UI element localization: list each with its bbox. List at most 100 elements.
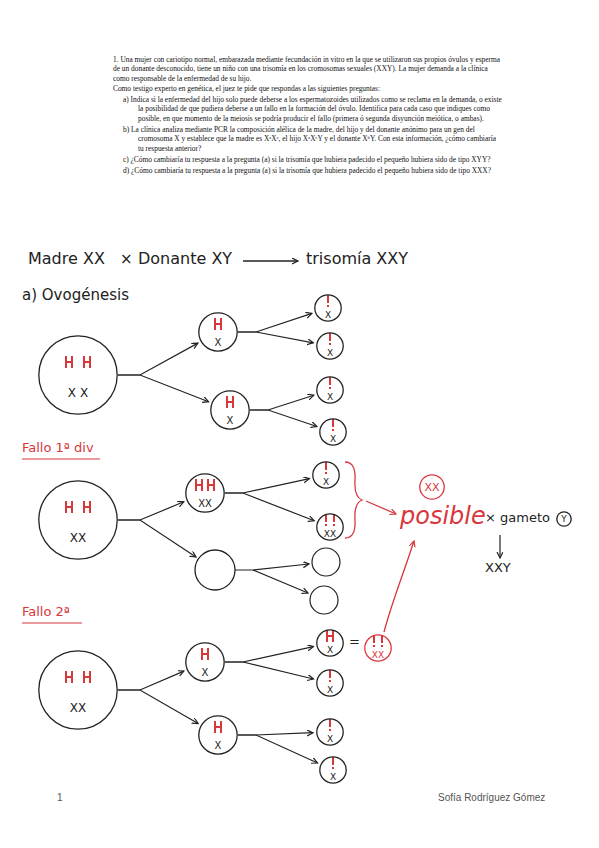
chromosomes bbox=[66, 295, 382, 769]
circle-line bbox=[365, 635, 391, 661]
handwritten-note: = bbox=[349, 635, 360, 650]
circle-line bbox=[420, 475, 444, 499]
division-arrow bbox=[118, 690, 198, 724]
circle-line bbox=[39, 336, 117, 414]
division-arrow bbox=[238, 735, 318, 763]
circle-line bbox=[186, 474, 224, 512]
chromosome-label: X bbox=[327, 686, 333, 695]
gamete-circle: X bbox=[316, 376, 344, 404]
drawing-part bbox=[326, 514, 327, 526]
drawing-part bbox=[330, 670, 331, 682]
circle-line bbox=[315, 295, 341, 321]
division-arrow bbox=[250, 395, 314, 410]
drawing-part bbox=[310, 586, 338, 614]
chromosome-label: XX bbox=[70, 702, 86, 714]
chromosome-label: X bbox=[330, 435, 336, 444]
circle-line bbox=[317, 670, 343, 696]
circle-line bbox=[317, 719, 343, 745]
daughter-cell: X bbox=[198, 715, 238, 755]
footer-text: 1 bbox=[57, 792, 63, 804]
gamete-circle: X bbox=[314, 294, 342, 322]
drawing-part bbox=[330, 719, 331, 731]
cell-circle: X X bbox=[38, 335, 118, 415]
handwritten-note: a) Ovogénesis bbox=[22, 287, 129, 304]
division-arrow bbox=[250, 410, 317, 427]
division-arrow bbox=[225, 647, 313, 662]
drawing-part bbox=[66, 356, 72, 368]
chromosome-label: XX bbox=[198, 499, 212, 509]
drawing-part bbox=[333, 757, 334, 769]
drawing-part bbox=[327, 630, 333, 642]
gamete-circle: X bbox=[316, 718, 344, 746]
gamete-circle: X bbox=[316, 669, 344, 697]
footer-text: Sofía Rodríguez Gómez bbox=[438, 792, 545, 804]
handwritten-note: Donante XY bbox=[138, 250, 232, 268]
handwritten-note: Fallo 1ª div bbox=[22, 441, 94, 456]
circle-outline bbox=[38, 480, 118, 560]
chromosome-label: X bbox=[330, 773, 336, 782]
division-arrow bbox=[238, 332, 313, 343]
cell-circle: XX bbox=[38, 480, 118, 560]
drawing-part bbox=[499, 535, 500, 558]
circle-line bbox=[317, 333, 343, 359]
drawing-part bbox=[326, 462, 327, 474]
chromosome-label: X bbox=[327, 349, 333, 358]
drawing-part bbox=[328, 295, 329, 307]
drawing-part bbox=[374, 635, 375, 647]
question-paragraph: Como testigo experto en genética, el jue… bbox=[113, 84, 503, 93]
chromosome-label: X bbox=[202, 668, 209, 678]
chromosome-label: X bbox=[215, 338, 222, 348]
handwritten-note: posible bbox=[400, 503, 486, 531]
drawing-part bbox=[66, 671, 72, 683]
gamete-circle: X bbox=[316, 629, 344, 657]
circle-line bbox=[320, 757, 346, 783]
question-item: c) ¿Cómo cambiaría tu respuesta a la pre… bbox=[123, 155, 503, 164]
gamete-circle: X bbox=[316, 332, 344, 360]
drawing-part bbox=[330, 333, 331, 345]
circle-line bbox=[186, 643, 224, 681]
circle-line bbox=[317, 514, 343, 540]
gamete-circle: X bbox=[319, 756, 347, 784]
daughter-cell: X bbox=[198, 312, 238, 352]
drawing-part bbox=[330, 377, 331, 389]
handwritten-note: × gameto bbox=[485, 511, 550, 526]
circle-line bbox=[317, 630, 343, 656]
handwritten-note: × bbox=[120, 251, 133, 268]
drawing-part bbox=[312, 548, 340, 576]
chromosome-label: XX bbox=[424, 482, 439, 493]
drawing-part bbox=[243, 260, 298, 261]
chromosome-label: X bbox=[327, 646, 333, 655]
question-item: b) La clínica analiza mediante PCR la co… bbox=[123, 125, 503, 153]
division-arrow bbox=[118, 671, 184, 690]
circle-outline bbox=[38, 650, 118, 730]
division-arrow bbox=[238, 313, 312, 332]
drawing-part bbox=[202, 648, 208, 660]
division-arrow bbox=[118, 502, 184, 520]
drawing-part bbox=[22, 622, 82, 623]
daughter-cell: X bbox=[185, 642, 225, 682]
gamete-circle: X bbox=[312, 461, 340, 489]
circle-line bbox=[320, 419, 346, 445]
gamete-circle: XX bbox=[316, 513, 344, 541]
chromosome-label: X bbox=[227, 416, 234, 426]
drawing-part bbox=[195, 550, 235, 590]
circle-line bbox=[39, 651, 117, 729]
circle-line bbox=[317, 377, 343, 403]
daughter-cell: XX bbox=[185, 473, 225, 513]
chromosome-label: X bbox=[323, 478, 329, 487]
header-arrow bbox=[243, 261, 298, 262]
chromosome-label: X X bbox=[68, 387, 88, 399]
drawing-part bbox=[66, 501, 72, 513]
drawing-part bbox=[196, 479, 202, 491]
chromosome-label: XX bbox=[372, 651, 384, 660]
handwritten-note: Madre XX bbox=[28, 250, 105, 268]
circle-line bbox=[199, 716, 237, 754]
gamete-circle: XX bbox=[419, 474, 445, 500]
chromosome-label: X bbox=[215, 741, 222, 751]
circle-line bbox=[39, 481, 117, 559]
circle-line bbox=[313, 462, 339, 488]
drawing-part bbox=[84, 356, 90, 368]
division-arrow bbox=[118, 375, 209, 402]
daughter-cell: X bbox=[210, 390, 250, 430]
